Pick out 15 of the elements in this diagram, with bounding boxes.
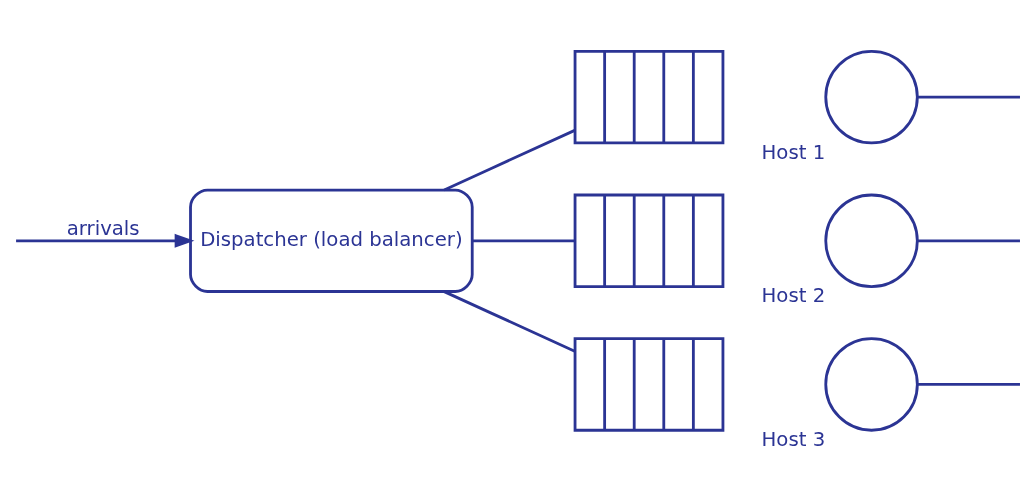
connector [917, 239, 1020, 243]
connector [472, 239, 575, 243]
edge-label: arrivals [66, 217, 140, 241]
node-label: Host 3 [761, 428, 826, 452]
node-label: Host 1 [761, 140, 826, 164]
node-circle [824, 49, 919, 145]
node-box: Dispatcher (load balancer) [189, 188, 474, 293]
node-circle [824, 337, 919, 432]
connector [917, 383, 1020, 386]
connector [443, 290, 576, 353]
node-label: Host 2 [761, 284, 826, 308]
connector [917, 95, 1020, 99]
arrow [16, 233, 195, 248]
connector [443, 129, 576, 192]
node-circle [824, 193, 919, 288]
